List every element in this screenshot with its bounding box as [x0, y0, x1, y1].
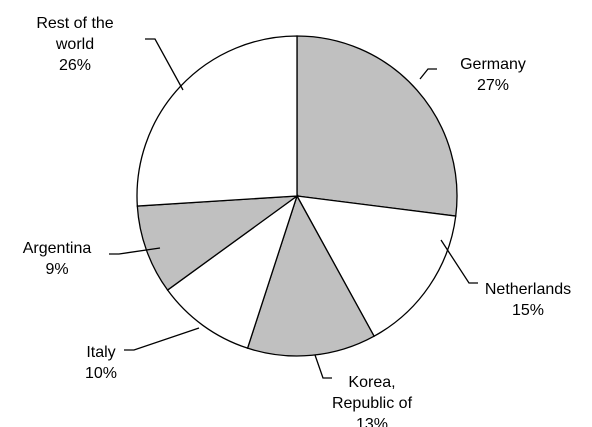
- slice-percent-0: 27%: [477, 77, 509, 94]
- slice-label-3: Italy 10%: [85, 344, 117, 382]
- slice-label-4: Argentina 9%: [23, 240, 92, 278]
- pie-slices: [136, 35, 458, 357]
- slice-label-0: Germany 27%: [460, 56, 526, 94]
- leader-line-4: [109, 247, 161, 255]
- slice-name-1-line-0: Netherlands: [485, 281, 571, 298]
- slice-percent-5: 26%: [59, 57, 91, 74]
- slice-percent-1: 15%: [512, 302, 544, 319]
- slice-name-2-line-1: Republic of: [332, 395, 413, 412]
- slice-label-1: Netherlands 15%: [485, 281, 571, 319]
- leader-line-5: [145, 38, 184, 91]
- slice-percent-2: 13%: [356, 416, 388, 427]
- slice-label-5: Rest of the world 26%: [36, 15, 113, 74]
- pie-slice-1: [295, 195, 457, 338]
- slice-name-5-line-0: Rest of the: [36, 15, 113, 32]
- leader-line-0: [419, 68, 437, 80]
- pie-slice-3: [166, 194, 299, 349]
- leader-line-3: [124, 327, 200, 351]
- slice-name-4-line-0: Argentina: [23, 240, 92, 257]
- slice-label-2: Korea, Republic of 13%: [332, 374, 413, 427]
- pie-slice-0: [296, 35, 458, 217]
- slice-name-3-line-0: Italy: [86, 344, 115, 361]
- slice-percent-3: 10%: [85, 365, 117, 382]
- leader-lines: [109, 38, 478, 379]
- pie-slice-2: [246, 194, 375, 357]
- slice-labels: Germany 27% Netherlands 15% Korea, Republic o…: [23, 15, 571, 427]
- leader-line-1: [440, 239, 478, 284]
- slice-name-5-line-1: world: [55, 36, 94, 53]
- pie-slice-5: [136, 35, 298, 207]
- slice-percent-4: 9%: [45, 261, 68, 278]
- slice-name-2-line-0: Korea,: [348, 374, 395, 391]
- slice-name-0-line-0: Germany: [460, 56, 526, 73]
- leader-line-2: [314, 354, 332, 379]
